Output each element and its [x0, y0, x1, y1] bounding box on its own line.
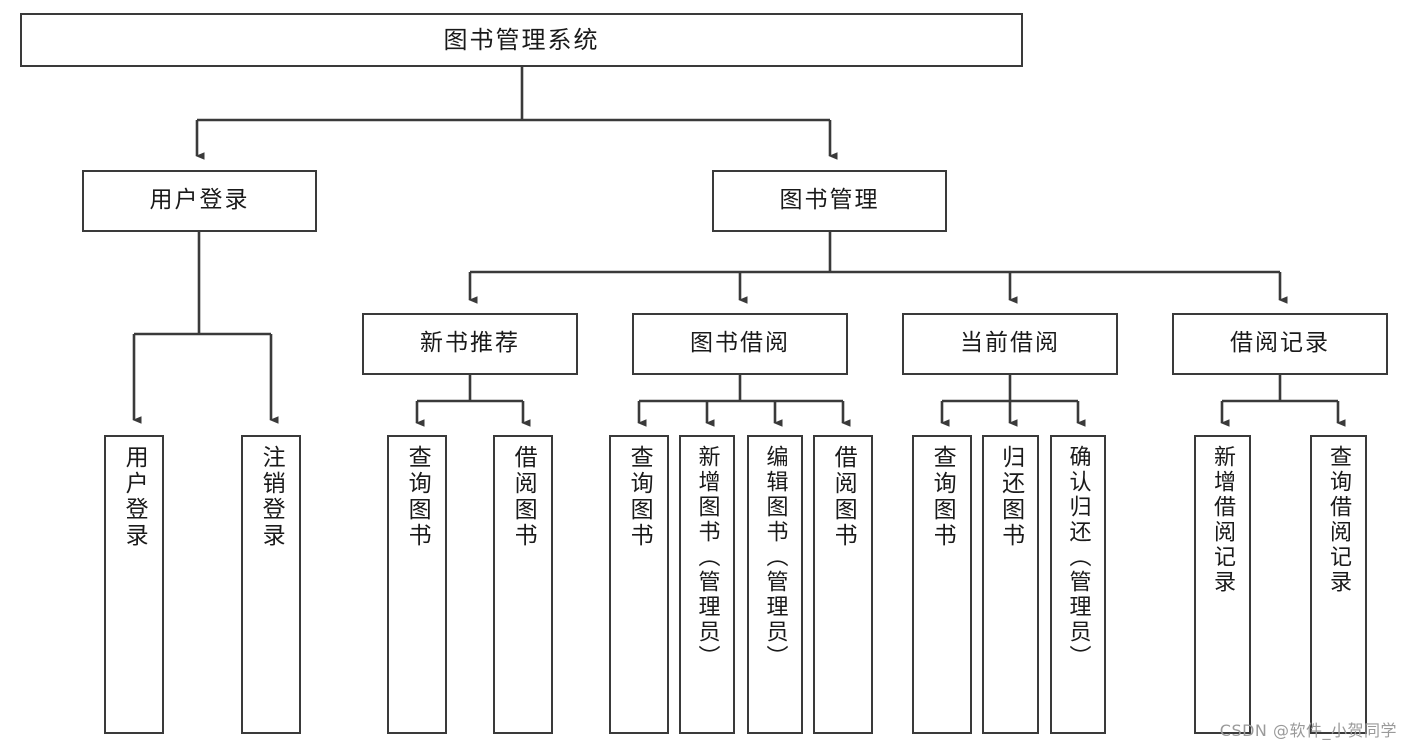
node-label: 新书推荐 — [420, 330, 520, 357]
leaf-logout[interactable]: 注销登录 — [241, 435, 301, 734]
leaf-user-login[interactable]: 用户登录 — [104, 435, 164, 734]
node-book-management[interactable]: 图书管理 — [712, 170, 947, 232]
node-label: 当前借阅 — [960, 330, 1060, 357]
leaf-borrow-book[interactable]: 借阅图书 — [813, 435, 873, 734]
node-label: 借阅图书 — [830, 445, 857, 549]
node-label: 注销登录 — [258, 445, 285, 549]
node-label: 图书管理系统 — [443, 25, 600, 54]
node-label: 图书管理 — [779, 187, 880, 214]
leaf-return-book[interactable]: 归还图书 — [982, 435, 1039, 734]
node-label: 新增图书（管理员） — [694, 445, 720, 670]
node-label: 确认归还（管理员） — [1065, 445, 1091, 670]
node-user-login[interactable]: 用户登录 — [82, 170, 317, 232]
leaf-add-borrow-record[interactable]: 新增借阅记录 — [1194, 435, 1251, 734]
node-label: 用户登录 — [121, 445, 148, 549]
leaf-add-book-admin[interactable]: 新增图书（管理员） — [679, 435, 735, 734]
node-label: 查询图书 — [626, 445, 653, 549]
leaf-confirm-return-admin[interactable]: 确认归还（管理员） — [1050, 435, 1106, 734]
node-label: 借阅记录 — [1230, 330, 1330, 357]
node-label: 编辑图书（管理员） — [762, 445, 788, 670]
node-current-borrow[interactable]: 当前借阅 — [902, 313, 1118, 375]
leaf-query-book-borrow[interactable]: 查询图书 — [609, 435, 669, 734]
node-label: 图书借阅 — [690, 330, 790, 357]
node-label: 用户登录 — [149, 187, 250, 214]
node-label: 借阅图书 — [510, 445, 537, 549]
leaf-borrow-book-recommend[interactable]: 借阅图书 — [493, 435, 553, 734]
leaf-edit-book-admin[interactable]: 编辑图书（管理员） — [747, 435, 803, 734]
node-new-book-recommend[interactable]: 新书推荐 — [362, 313, 578, 375]
node-book-borrow[interactable]: 图书借阅 — [632, 313, 848, 375]
node-label: 查询图书 — [404, 445, 431, 549]
node-label: 查询图书 — [929, 445, 956, 549]
node-label: 新增借阅记录 — [1210, 445, 1236, 595]
node-root-system[interactable]: 图书管理系统 — [20, 13, 1023, 67]
leaf-query-book-recommend[interactable]: 查询图书 — [387, 435, 447, 734]
node-borrow-record[interactable]: 借阅记录 — [1172, 313, 1388, 375]
node-label: 查询借阅记录 — [1326, 445, 1352, 595]
node-label: 归还图书 — [997, 445, 1024, 549]
leaf-query-borrow-record[interactable]: 查询借阅记录 — [1310, 435, 1367, 734]
leaf-query-book-current[interactable]: 查询图书 — [912, 435, 972, 734]
